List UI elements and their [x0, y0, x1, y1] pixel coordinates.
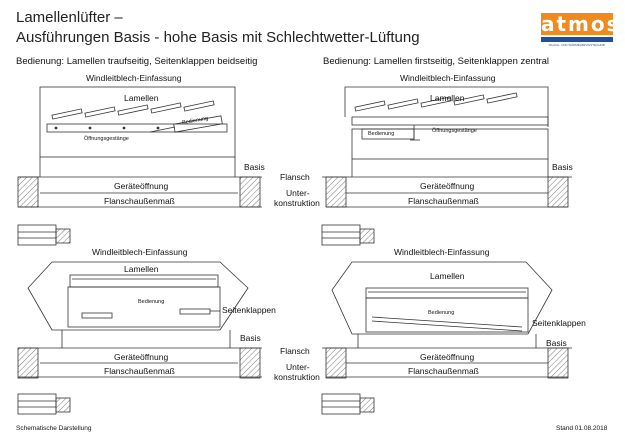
right-top-geraeteoeffnung-label: Geräteöffnung — [420, 181, 475, 191]
right-top-heading: Bedienung: Lamellen firstseitig, Seitenk… — [323, 56, 550, 67]
footer-date: Stand 01.08.2018 — [556, 425, 608, 432]
bottom-flansch-label: Flansch — [280, 346, 310, 356]
left-top-lamellen-label: Lamellen — [124, 93, 159, 103]
right-top-lamellen-label: Lamellen — [430, 93, 465, 103]
right-top-bedienung-label: Bedienung — [368, 131, 395, 137]
left-bottom-basis-label: Basis — [240, 333, 261, 343]
left-bottom-bedienung-left — [81, 312, 113, 319]
right-bottom-bedienung-label: Bedienung — [428, 310, 455, 316]
left-bottom-bedienung-right — [179, 308, 211, 315]
right-bottom-geraeteoeffnung-label: Geräteöffnung — [420, 352, 475, 362]
left-top-gestaenge-bar — [46, 123, 228, 133]
left-bottom-drawing — [17, 261, 262, 415]
logo-tagline: RAUCH- UND WÄRMEABZUGSTECHNIK — [548, 43, 606, 47]
page-subtitle: Ausführungen Basis - hohe Basis mit Schl… — [16, 29, 420, 46]
left-bottom-geraeteoeffnung-label: Geräteöffnung — [114, 352, 169, 362]
bottom-unterkonstruktion-label-2: konstruktion — [274, 372, 320, 382]
right-bottom-basis-label: Basis — [546, 338, 567, 348]
right-top-windleitblech-label: Windleitblech-Einfassung — [400, 73, 496, 83]
right-bottom-seitenklappen-label: Seitenklappen — [532, 318, 586, 328]
right-bottom-flanschaussenmass-label: Flanschaußenmaß — [408, 366, 479, 376]
left-bottom-lamellen-label: Lamellen — [124, 264, 159, 274]
right-bottom-lamellen-label: Lamellen — [430, 271, 465, 281]
footer-note: Schematische Darstellung — [16, 425, 92, 432]
top-flansch-label: Flansch — [280, 172, 310, 182]
top-unterkonstruktion-label-2: konstruktion — [274, 198, 320, 208]
page-title: Lamellenlüfter – — [16, 9, 123, 26]
bottom-unterkonstruktion-label-1: Unter- — [286, 362, 310, 372]
right-top-flanschaussenmass-label: Flanschaußenmaß — [408, 196, 479, 206]
left-top-basis-label: Basis — [244, 162, 265, 172]
left-bottom-windleitblech — [27, 261, 249, 331]
right-top-drawing — [321, 86, 572, 246]
brand-logo: atmos RAUCH- UND WÄRMEABZUGSTECHNIK — [541, 12, 621, 49]
right-top-lamellen — [354, 92, 518, 112]
left-bottom-bedienung-label: Bedienung — [138, 299, 165, 305]
right-bottom-drawing — [321, 261, 572, 415]
left-bottom-lamellen-box — [69, 274, 219, 288]
left-top-gestaenge-label: Öffnungsgestänge — [84, 136, 129, 142]
right-top-basis-label: Basis — [552, 162, 573, 172]
left-top-lamellen — [51, 100, 215, 120]
logo-wordmark: atmos — [541, 12, 621, 36]
left-top-heading: Bedienung: Lamellen traufseitig, Seitenk… — [16, 56, 258, 67]
left-top-bedienung-cylinder — [173, 115, 223, 133]
left-bottom-flanschaussenmass-label: Flanschaußenmaß — [104, 366, 175, 376]
left-top-drawing — [17, 86, 262, 246]
left-bottom-windleitblech-label: Windleitblech-Einfassung — [92, 247, 188, 257]
left-top-geraeteoeffnung-label: Geräteöffnung — [114, 181, 169, 191]
right-bottom-lamellen-box — [365, 287, 529, 299]
top-unterkonstruktion-label-1: Unter- — [286, 188, 310, 198]
right-bottom-windleitblech-label: Windleitblech-Einfassung — [394, 247, 490, 257]
logo-bar — [541, 37, 613, 42]
right-bottom-windleitblech — [331, 261, 553, 335]
right-top-gestaenge-label: Öffnungsgestänge — [432, 128, 477, 134]
left-top-flanschaussenmass-label: Flanschaußenmaß — [104, 196, 175, 206]
left-top-windleitblech — [39, 86, 236, 158]
left-top-windleitblech-label: Windleitblech-Einfassung — [86, 73, 182, 83]
left-bottom-seitenklappen-label: Seitenklappen — [222, 305, 276, 315]
